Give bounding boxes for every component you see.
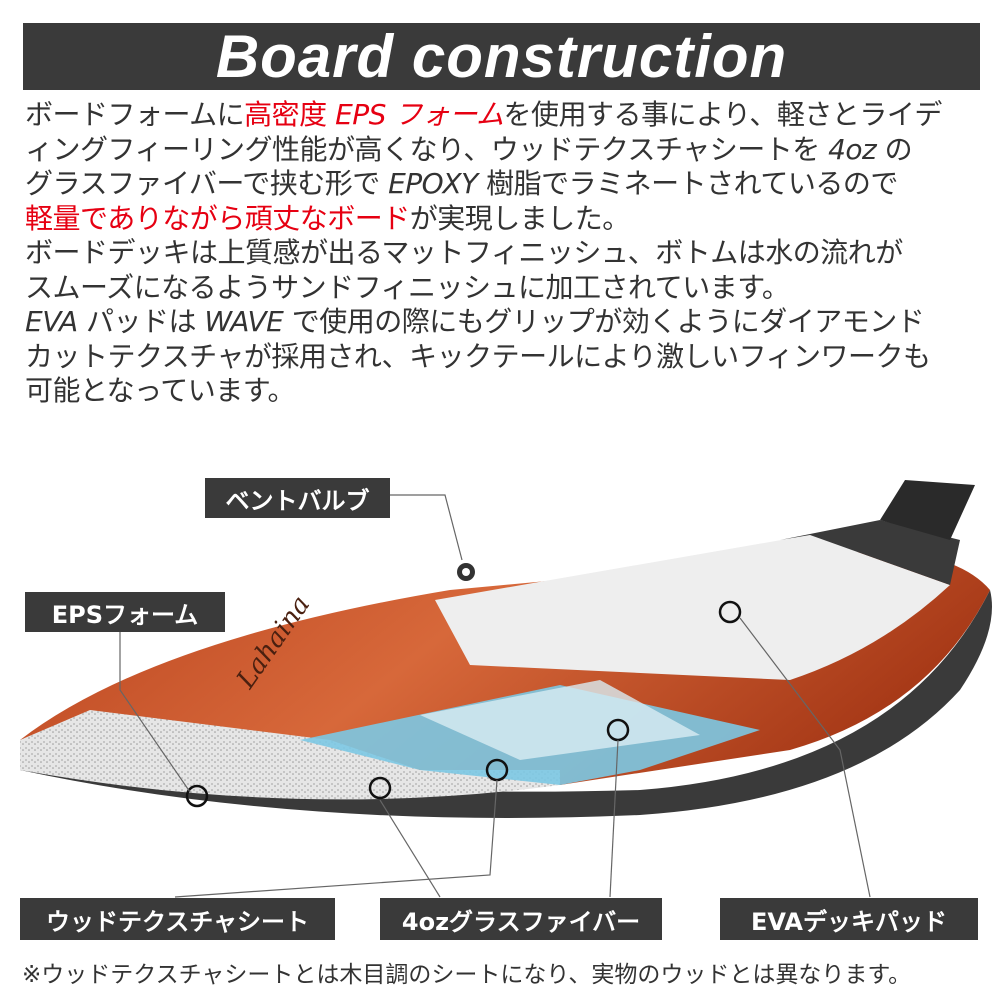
description-line: 軽量でありながら頑丈なボードが実現しました。 xyxy=(25,202,985,237)
label-wood-texture: ウッドテクスチャシート xyxy=(20,898,335,940)
marker-eva xyxy=(718,600,742,624)
label-text: ウッドテクスチャシート xyxy=(45,907,310,936)
body-text: ィングフィーリング性能が高くなり、ウッドテクスチャシートを xyxy=(25,132,829,166)
title-bar: Board construction xyxy=(23,23,980,90)
label-text: EVAデッキパッド xyxy=(751,907,947,936)
label-eva-pad: EVAデッキパッド xyxy=(720,898,978,940)
body-text: EVA xyxy=(25,305,78,338)
description-line: EVA パッドは WAVE で使用の際にもグリップが効くようにダイアモンド xyxy=(25,305,985,340)
body-text: EPOXY xyxy=(388,167,478,200)
marker-eps xyxy=(185,784,209,808)
label-glass-fiber: 4ozグラスファイバー xyxy=(380,898,662,940)
footnote: ※ウッドテクスチャシートとは木目調のシートになり、実物のウッドとは異なります。 xyxy=(22,962,912,988)
description-line: カットテクスチャが採用され、キックテールにより激しいフィンワークも xyxy=(25,340,985,375)
description-line: ボードフォームに高密度 EPS フォームを使用する事により、軽さとライデ xyxy=(25,98,985,133)
description-line: ィングフィーリング性能が高くなり、ウッドテクスチャシートを 4oz の xyxy=(25,133,985,168)
description-line: グラスファイバーで挟む形で EPOXY 樹脂でラミネートされているので xyxy=(25,167,985,202)
highlight-text: 高密度 xyxy=(244,98,336,131)
body-text: 樹脂でラミネートされているので xyxy=(477,167,898,200)
body-text: 4oz xyxy=(828,132,877,166)
body-text: の xyxy=(876,132,913,166)
body-text: グラスファイバーで挟む形で xyxy=(25,167,389,200)
marker-glass xyxy=(368,776,392,800)
highlight-text: 軽量でありながら頑丈なボード xyxy=(25,201,410,235)
label-text: ベントバルブ xyxy=(225,486,370,515)
eps-foam-section xyxy=(20,740,560,800)
body-text: ボードデッキは上質感が出るマットフィニッシュ、ボトムは水の流れが xyxy=(25,236,903,269)
eva-deck-pad xyxy=(435,535,950,680)
board-illustration: Lahaina xyxy=(20,480,992,898)
label-eps-foam: EPSフォーム xyxy=(25,592,225,632)
description-line: 可能となっています。 xyxy=(25,374,985,409)
label-vent-valve: ベントバルブ xyxy=(205,478,390,518)
body-text: ボードフォームに xyxy=(25,98,245,131)
description-text: ボードフォームに高密度 EPS フォームを使用する事により、軽さとライディングフ… xyxy=(25,98,985,409)
body-text: を使用する事により、軽さとライデ xyxy=(503,98,943,131)
body-text: が実現しました。 xyxy=(409,201,631,235)
label-text: 4ozグラスファイバー xyxy=(401,907,641,936)
label-text: EPSフォーム xyxy=(51,600,199,629)
body-text: 可能となっています。 xyxy=(25,374,295,407)
body-text: カットテクスチャが採用され、キックテールにより激しいフィンワークも xyxy=(25,339,931,373)
description-line: ボードデッキは上質感が出るマットフィニッシュ、ボトムは水の流れが xyxy=(25,236,985,271)
description-line: スムーズになるようサンドフィニッシュに加工されています。 xyxy=(25,271,985,306)
body-text: パッドは xyxy=(77,305,205,338)
page-title: Board construction xyxy=(215,23,788,90)
body-text: で使用の際にもグリップが効くようにダイアモンド xyxy=(283,305,925,338)
body-text: WAVE xyxy=(204,305,284,338)
highlight-text: EPS フォーム xyxy=(335,98,504,131)
body-text: スムーズになるようサンドフィニッシュに加工されています。 xyxy=(25,270,790,304)
